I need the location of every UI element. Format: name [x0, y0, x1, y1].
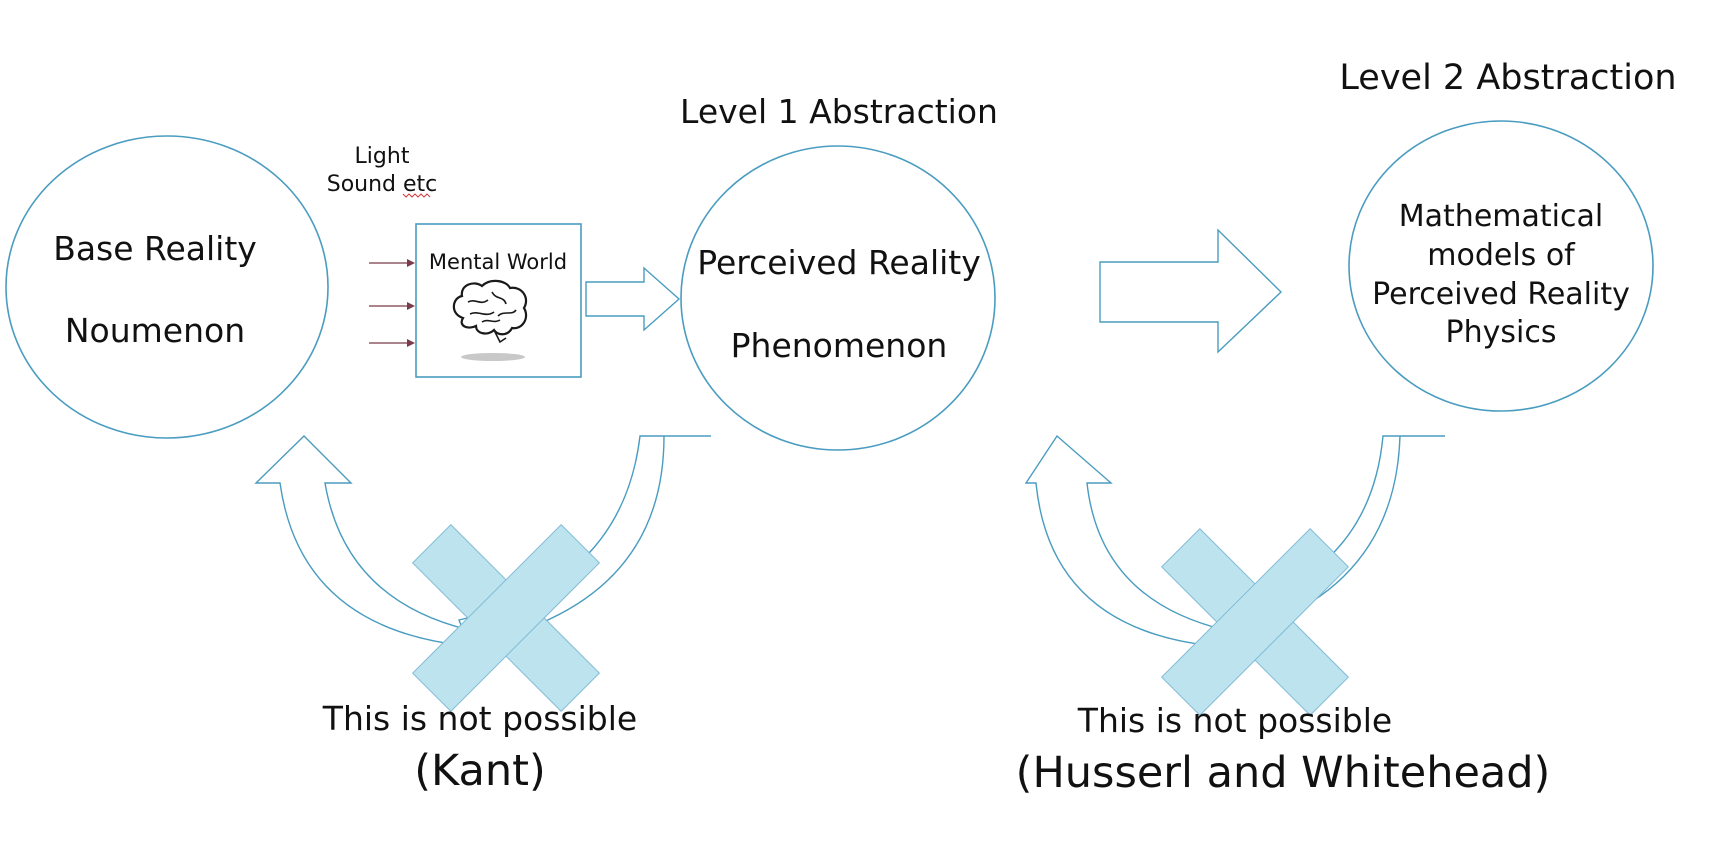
mental-world-box [415, 223, 582, 378]
base-reality-circle [5, 135, 329, 439]
left-curved-up-arrow [254, 435, 471, 646]
input-arrows [369, 259, 415, 347]
right-cross-center [1218, 585, 1292, 659]
input-arrowhead-3 [407, 339, 415, 347]
input-arrowhead-1 [407, 259, 415, 267]
right-not-possible-label: This is not possible [1077, 701, 1392, 740]
math-models-line4: Physics [1446, 315, 1557, 350]
math-models-line3: Perceived Reality [1372, 277, 1630, 312]
math-models-line1: Mathematical [1399, 199, 1603, 234]
brain-outline [452, 279, 528, 336]
math-models-circle [1348, 120, 1654, 412]
left-cross-center [469, 581, 543, 655]
math-models-line2: models of [1427, 238, 1576, 273]
input-arrowhead-2 [407, 302, 415, 310]
left-not-possible-label: This is not possible [322, 699, 637, 738]
brain-shadow [461, 353, 525, 361]
brain-icon [452, 279, 528, 361]
level1-heading: Level 1 Abstraction [680, 92, 998, 131]
base-reality-label: Base Reality [53, 229, 257, 268]
spellcheck-squiggle [402, 193, 431, 198]
mental-to-perceived-arrow [585, 266, 681, 332]
kant-label: (Kant) [414, 746, 545, 796]
right-cross-icon [1160, 527, 1350, 717]
perceived-reality-label: Perceived Reality [697, 243, 981, 282]
phenomenon-label: Phenomenon [731, 326, 948, 365]
brain-folds [467, 291, 517, 344]
left-cross-icon [411, 523, 601, 713]
light-label: Light [355, 144, 410, 169]
noumenon-label: Noumenon [65, 311, 245, 350]
right-curved-up-arrow [1024, 434, 1227, 646]
sound-etc-label: Sound etc [327, 172, 438, 197]
mental-world-label: Mental World [429, 250, 567, 274]
level1-to-level2-arrow [1099, 228, 1283, 354]
level2-heading: Level 2 Abstraction [1339, 58, 1676, 98]
perceived-reality-circle [680, 145, 996, 451]
husserl-whitehead-label: (Husserl and Whitehead) [1016, 748, 1551, 798]
